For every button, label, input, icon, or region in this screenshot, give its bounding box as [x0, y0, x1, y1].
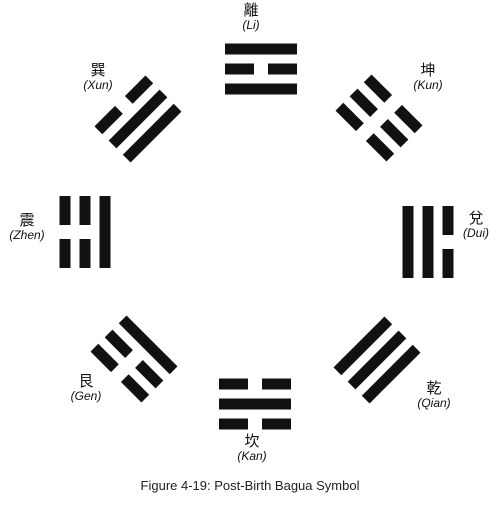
trigram-zhen-line-2-broken-right — [79, 196, 91, 225]
label-kan-chinese: 坎 — [244, 432, 260, 450]
trigram-dui-line-1-broken-left — [442, 206, 454, 235]
label-li: 離 (Li) — [236, 1, 266, 33]
trigram-gen-line-3-solid — [118, 315, 178, 375]
trigram-zhen-line-3-solid — [99, 196, 111, 268]
label-kun-chinese: 坤 — [420, 61, 436, 79]
label-gen-chinese: 艮 — [78, 372, 94, 390]
label-zhen-chinese: 震 — [19, 211, 35, 229]
label-kan-roman: (Kan) — [237, 449, 267, 464]
trigram-kan-line-1-broken-left — [262, 418, 291, 430]
trigram-xun-line-2-solid — [108, 89, 168, 149]
label-kan: 坎 (Kan) — [230, 432, 274, 464]
trigram-zhen-line-2-broken-left — [79, 239, 91, 268]
trigram-xun-line-1-broken-left — [94, 105, 123, 135]
label-xun-roman: (Xun) — [83, 78, 113, 93]
trigram-dui — [402, 206, 454, 278]
label-zhen-roman: (Zhen) — [9, 228, 45, 243]
label-li-chinese: 離 — [243, 1, 259, 19]
label-gen: 艮 (Gen) — [64, 372, 108, 404]
trigram-gen-line-1-broken-right — [90, 343, 119, 373]
label-xun: 巽 (Xun) — [76, 61, 120, 93]
trigram-gen — [90, 315, 178, 403]
trigram-dui-line-1-broken-right — [442, 249, 454, 278]
label-qian: 乾 (Qian) — [410, 379, 458, 411]
label-dui: 兌 (Dui) — [454, 209, 498, 241]
trigram-kan-line-3-broken-left — [262, 378, 291, 390]
trigram-xun-line-3-solid — [122, 103, 182, 163]
label-kun-roman: (Kun) — [413, 78, 443, 93]
label-qian-chinese: 乾 — [426, 379, 442, 397]
trigram-qian-line-2-solid — [347, 330, 407, 390]
trigram-li-line-3-solid — [225, 83, 297, 95]
trigram-kan-line-2-solid — [219, 398, 291, 410]
trigram-kun-line-1-broken-right — [394, 104, 423, 134]
trigram-qian-line-3-solid — [333, 316, 393, 376]
label-gen-roman: (Gen) — [70, 389, 102, 404]
trigram-dui-line-3-solid — [402, 206, 414, 278]
label-xun-chinese: 巽 — [90, 61, 106, 79]
label-kun: 坤 (Kun) — [406, 61, 450, 93]
trigram-li-line-2-broken-right — [268, 63, 297, 75]
trigram-kun-line-3-broken-left — [335, 102, 364, 132]
trigram-li-line-2-broken-left — [225, 63, 254, 75]
label-dui-chinese: 兌 — [468, 209, 484, 227]
trigram-zhen-line-1-broken-left — [59, 239, 71, 268]
trigram-kan-line-1-broken-right — [219, 418, 248, 430]
trigram-kan — [219, 378, 291, 430]
trigram-gen-line-2-broken-right — [104, 329, 133, 358]
trigram-gen-line-2-broken-left — [135, 360, 164, 389]
trigram-li-line-1-solid — [225, 43, 297, 55]
trigram-kun — [335, 74, 423, 162]
trigram-dui-line-2-solid — [422, 206, 434, 278]
trigram-kun-line-2-broken-right — [380, 119, 409, 148]
trigram-kun-line-3-broken-right — [365, 133, 395, 162]
label-qian-roman: (Qian) — [417, 396, 451, 411]
label-zhen: 震 (Zhen) — [2, 211, 52, 243]
label-dui-roman: (Dui) — [463, 226, 489, 241]
trigram-zhen-line-1-broken-right — [59, 196, 71, 225]
trigram-zhen — [59, 196, 111, 268]
trigram-qian — [333, 316, 421, 404]
trigram-gen-line-1-broken-left — [120, 374, 150, 403]
trigram-xun-line-1-broken-right — [124, 75, 154, 104]
label-li-roman: (Li) — [242, 18, 260, 33]
trigram-li — [225, 43, 297, 95]
trigram-kun-line-2-broken-left — [349, 88, 378, 117]
trigram-qian-line-1-solid — [361, 344, 421, 404]
trigram-kun-line-1-broken-left — [363, 74, 393, 103]
trigram-kan-line-3-broken-right — [219, 378, 248, 390]
figure-caption: Figure 4-19: Post-Birth Bagua Symbol — [140, 478, 360, 493]
trigram-xun — [94, 75, 182, 163]
